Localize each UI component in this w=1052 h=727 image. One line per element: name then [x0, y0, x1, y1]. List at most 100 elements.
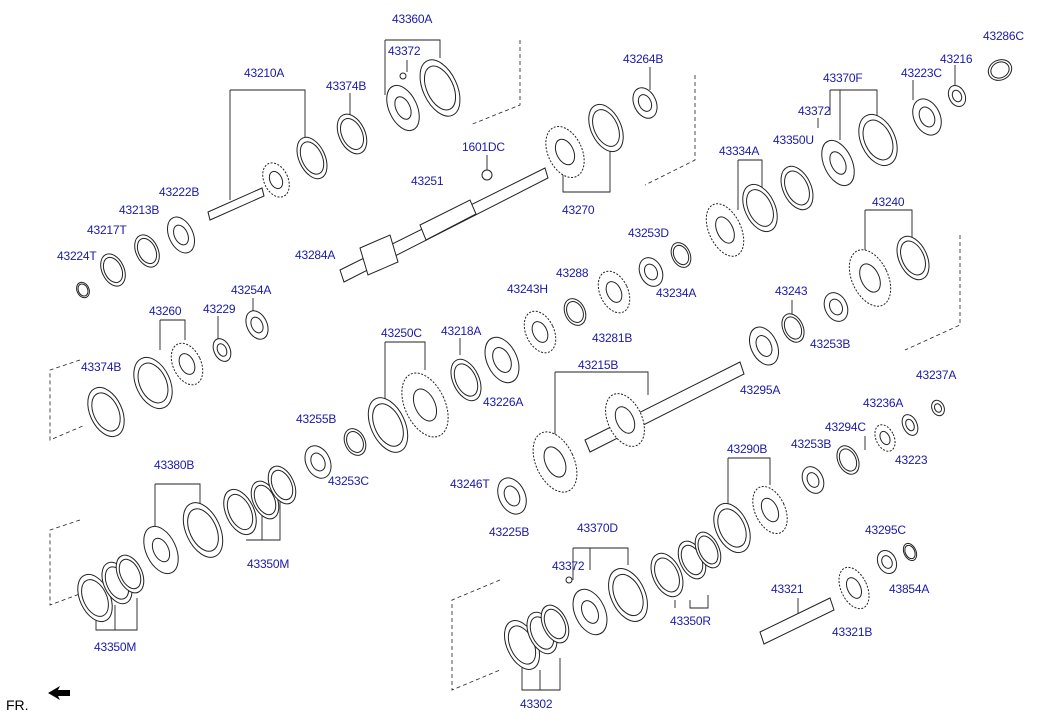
sleeve-43370F [858, 113, 898, 167]
part-label-43290B: 43290B [727, 442, 768, 456]
part-label-43370F: 43370F [823, 71, 863, 85]
bearing-43223C [912, 98, 942, 136]
gear-43334A [705, 203, 745, 257]
part-label-43284A: 43284A [295, 248, 336, 262]
bearing-43226A [484, 336, 520, 384]
collar-43288 [563, 298, 587, 326]
front-arrow-icon [48, 686, 70, 700]
part-label-43240: 43240 [872, 195, 905, 209]
snap-ring-43213B [134, 234, 160, 268]
ring-43350R-1 [650, 552, 684, 598]
gear-43250C [401, 372, 449, 438]
ring-43350R-3 [694, 531, 722, 569]
blocker-43350U [780, 165, 814, 211]
part-label-43217T: 43217T [87, 223, 127, 237]
part-label-43213B: 43213B [119, 203, 160, 217]
ring-43302-3 [540, 604, 570, 644]
ring-43290B [713, 502, 751, 554]
part-label-43234A: 43234A [656, 286, 697, 300]
ring-43350M-3 [267, 465, 297, 505]
ring-43286C [987, 59, 1013, 81]
hub-43370D [572, 588, 608, 636]
part-label-1601DC: 1601DC [462, 140, 505, 154]
gear-43236A [874, 424, 896, 452]
hub-43370F [821, 139, 855, 187]
part-label-43223C: 43223C [901, 66, 942, 80]
ring-43350M-4 [77, 573, 113, 623]
gear-43290B [752, 485, 788, 535]
part-label-43321B: 43321B [832, 625, 873, 639]
spacer-43234A [670, 242, 692, 268]
needle-43253B [823, 292, 849, 322]
part-label-43224T: 43224T [57, 249, 97, 263]
part-label-43370D: 43370D [577, 521, 618, 535]
gear-43281B [597, 270, 631, 314]
part-label-43350U: 43350U [773, 133, 814, 147]
splined-section [359, 199, 477, 276]
needle-43255B [304, 445, 332, 479]
plate-43240 [896, 235, 930, 281]
part-label-43218A: 43218A [441, 324, 482, 338]
part-label-43281B: 43281B [592, 331, 633, 345]
needle-43229 [212, 338, 232, 362]
part-label-43302: 43302 [520, 697, 553, 711]
needle-43295C [876, 549, 898, 575]
part-label-43229: 43229 [203, 302, 236, 316]
gear-43240 [848, 249, 892, 307]
gear-43260 [170, 342, 204, 386]
part-label-43286C: 43286C [983, 29, 1024, 43]
part-label-43374B: 43374B [81, 360, 122, 374]
needle-43254A [245, 310, 269, 340]
ring-43218A [450, 358, 482, 402]
part-label-43215B: 43215B [578, 358, 619, 372]
part-label-43295A: 43295A [740, 383, 781, 397]
sleeve-43380B [182, 502, 224, 558]
bearing-43225B [497, 477, 527, 515]
part-label-43380B: 43380B [154, 458, 195, 472]
part-label-43216: 43216 [940, 52, 973, 66]
part-label-43321: 43321 [771, 582, 804, 596]
needle-43253B-2 [801, 466, 825, 494]
collar-43294C [836, 445, 860, 475]
part-label-43222B: 43222B [159, 185, 200, 199]
ball-1601DC [481, 169, 493, 181]
ring-43270 [588, 103, 624, 153]
part-label-43254A: 43254A [231, 283, 272, 297]
ring-43350M-1 [223, 488, 257, 536]
gear-43215B-2 [605, 393, 645, 447]
ring-43350M-6 [115, 554, 145, 594]
part-label-43236A: 43236A [863, 396, 904, 410]
part-label-43210A: 43210A [244, 66, 285, 80]
part-label-43854A: 43854A [889, 582, 930, 596]
part-label-43270: 43270 [562, 203, 595, 217]
synchro-hub-43360A [386, 84, 420, 132]
needle-43253D [638, 257, 664, 287]
part-label-43334A: 43334A [719, 144, 760, 158]
key-43372-2 [565, 576, 573, 584]
washer-43854A [902, 542, 918, 562]
gear-43270 [545, 125, 585, 179]
part-label-43372: 43372 [798, 104, 831, 118]
part-label-43226A: 43226A [483, 395, 524, 409]
input-bearing-ring [296, 136, 328, 180]
part-label-43250C: 43250C [381, 326, 422, 340]
sleeve-43360A [419, 59, 461, 117]
part-label-43288: 43288 [556, 266, 589, 280]
part-label-43350R: 43350R [670, 614, 711, 628]
ring-43260 [133, 356, 173, 410]
snap-ring-43217T [100, 253, 126, 287]
bearing-43222B [166, 216, 196, 254]
hub-43380B [143, 525, 179, 575]
part-label-43255B: 43255B [296, 412, 337, 426]
bearing-43264B [632, 87, 658, 119]
ring-43334A [742, 183, 778, 233]
bearing-43295A [748, 326, 780, 366]
sleeve-43370D [608, 568, 648, 622]
collar-43253C [343, 428, 367, 456]
part-label-43374B: 43374B [326, 79, 367, 93]
part-label-43253B: 43253B [810, 337, 851, 351]
input-gear [262, 162, 290, 198]
part-label-43360A: 43360A [392, 12, 433, 26]
blocker-43374B [87, 386, 125, 438]
